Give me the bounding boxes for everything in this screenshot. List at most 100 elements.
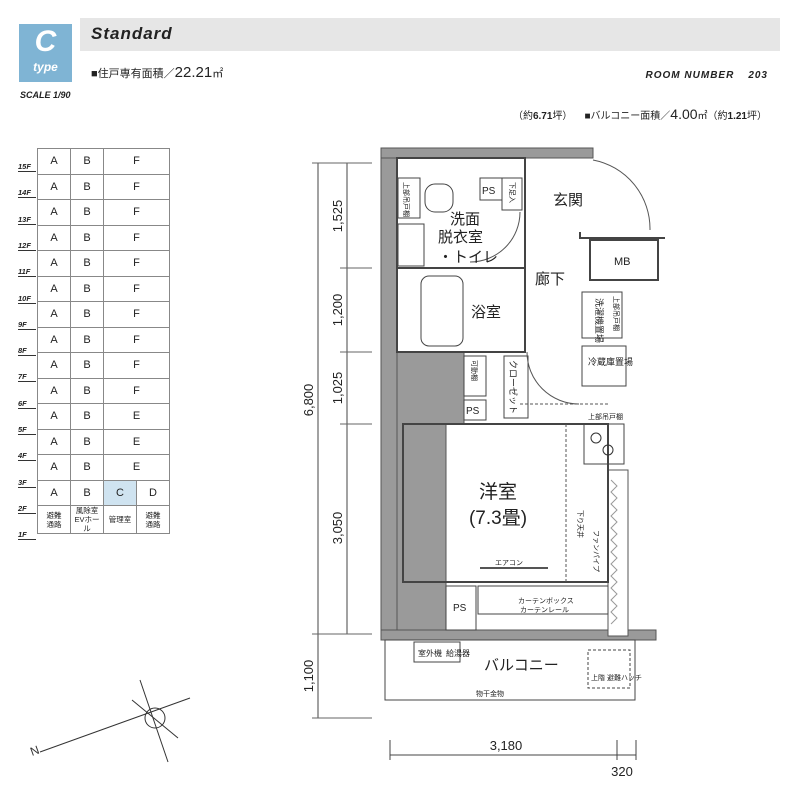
floor-label: 3F [18,478,36,488]
floor-cell: C [103,479,137,506]
room-yoshitsu: 洋室 [479,481,517,503]
label-joubu-todana: 上部吊戸棚 [402,182,411,217]
balcony-area-label: ■バルコニー面積／ [584,111,671,122]
floor-label: 6F [18,399,36,409]
unit-area-value: 22.21 [174,64,213,81]
scale-label: SCALE 1/90 [20,90,71,100]
wall-hatch [610,479,618,625]
dim-1200: 1,200 [330,294,345,327]
type-word: type [33,60,58,74]
entrance-door-swing [592,159,651,231]
floor-cell: B [70,326,104,353]
ac-outdoor-unit [413,641,461,663]
room-number-label: ROOM NUMBER [645,70,735,81]
balcony-tsubo-prefix: （約 [707,111,728,122]
label-joubu-todana2: 上部吊戸棚 [612,296,621,331]
western-room [402,423,609,583]
washer-space [581,291,623,339]
washroom-door-swing [469,211,521,263]
label-hinan-hatch: 上階 避難ハッチ [591,673,642,682]
label-closet: クローゼット [508,360,519,414]
east-wall [607,469,629,637]
label-sentakuki: 洗濯機置場 [594,298,605,343]
room-datsui: 脱衣室 [438,229,483,246]
label-kyutouki: 給湯器 [446,648,470,658]
balcony-tsubo-suffix: 坪） [747,111,767,122]
dim-3050: 3,050 [330,512,345,545]
label-kadou: 可動棚 [470,360,479,381]
floor-label: 4F [18,451,36,462]
compass-icon [39,679,191,763]
floor-cell: A [37,326,71,353]
room-senmen: 洗面 [450,211,480,228]
floor-cell: A [37,479,71,506]
bathtub [420,275,464,347]
tsubo-value: 6.71 [532,111,553,122]
label-monohoshi: 物干金物 [476,689,504,698]
label-reizouko: 冷蔵庫置場 [588,356,633,367]
closet [503,355,529,419]
floor-cell: B [70,148,104,175]
floor-cell: B [70,250,104,277]
floor-label: 1F [18,530,36,541]
unit-area: ■住戸専有面積／22.21㎡ [91,64,223,81]
ps-box-bottom [445,585,477,631]
label-curtain-box: カーテンボックス [518,597,574,605]
dim-width: 3,180 [490,738,523,753]
floor-row: 避難 通路風除室 EVホール管理室避難 通路 [37,505,203,534]
floor-cell: F [103,275,170,302]
movable-shelf [463,355,487,397]
upper-cabinet [397,177,421,219]
floor-cell: B [70,275,104,302]
shoe-box [501,177,523,211]
washbasin-counter [397,223,425,267]
stove-burners [590,432,614,456]
label-fanpipe: ファンパイプ [592,530,600,572]
label-curtain-rail: カーテンレール [520,606,569,614]
label-aircon: エアコン [495,559,523,567]
balcony-area-value: 4.00 [670,106,698,122]
floor-cell: F [103,377,170,404]
room-genkan: 玄関 [553,192,583,209]
balcony-area-unit: ㎡ [697,111,708,122]
toilet [424,183,454,213]
unit-area-unit: ㎡ [212,68,224,80]
floor-cell: D [136,479,170,506]
floor-label: 14F [18,188,36,199]
floor-cell: B [70,479,104,506]
balcony [384,639,636,701]
tsubo-prefix: （約 [512,111,533,122]
floor-cell-ground: 避難 通路 [136,505,170,534]
floor-cell: A [37,301,71,328]
room-balcony: バルコニー [484,657,559,674]
header-band [80,18,780,51]
floor-label: 11F [18,267,36,278]
room-toilet: ・トイレ [438,249,498,266]
plan-title: Standard [91,24,173,43]
floor-label: 5F [18,425,36,435]
meter-box [589,239,659,281]
tsubo-suffix: 坪） [552,111,573,122]
floor-cell-ground: 風除室 EVホール [70,505,104,534]
room-yokushitsu: 浴室 [471,304,501,321]
floor-label: 9F [18,320,36,330]
room-door-swing [526,351,580,405]
ps-box-mid [463,399,487,421]
ps-label-2: PS [466,406,480,417]
floor-label: 10F [18,294,36,304]
curtain-box [477,585,609,615]
balcony-area: （約6.71坪）■バルコニー面積／4.00㎡（約1.21坪） [513,106,767,122]
type-letter: C [34,25,57,58]
floor-cell: B [70,454,104,481]
west-wall-thick [396,351,465,637]
north-wall [380,147,594,159]
room-rouka: 廊下 [535,271,565,288]
label-shitsugaiki: 室外機 [418,648,442,658]
floor-cell: A [37,199,71,226]
